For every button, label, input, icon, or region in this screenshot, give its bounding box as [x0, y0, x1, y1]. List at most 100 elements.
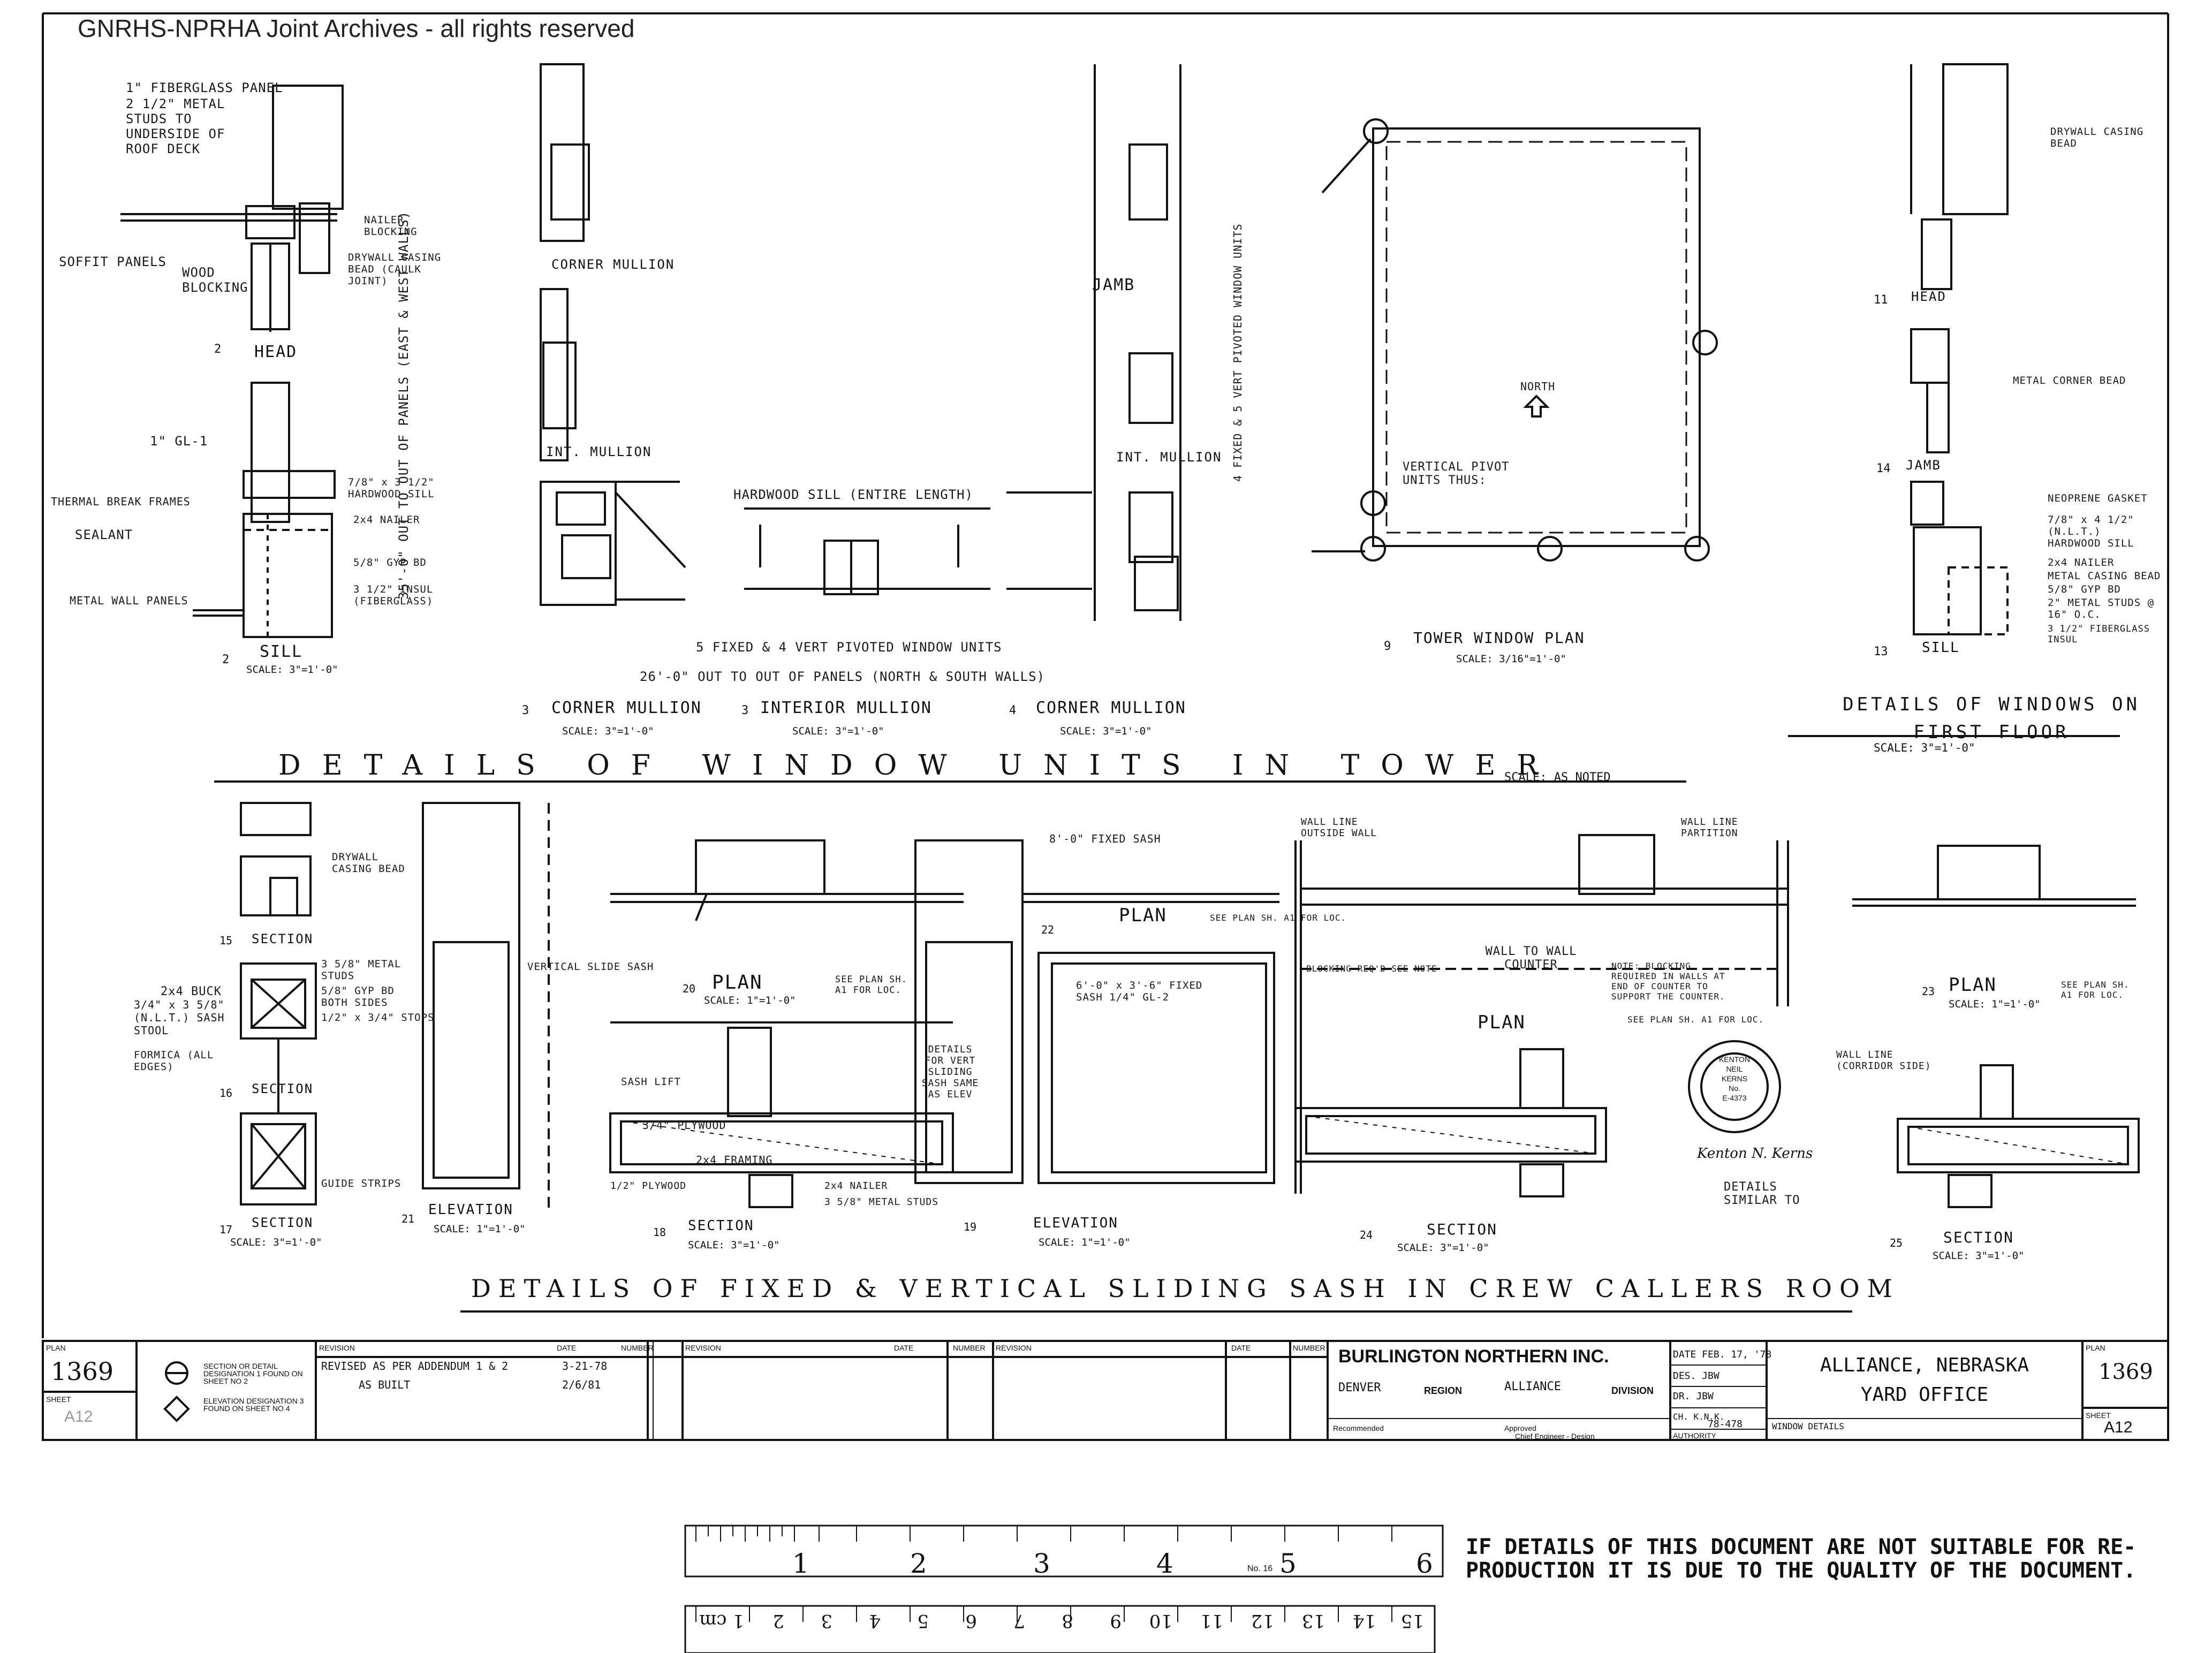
note-metal-corner-bead: METAL CORNER BEAD	[2013, 375, 2126, 386]
detail-num-plan-23: 23	[1922, 985, 1935, 998]
detail-title-section-18: SECTION	[688, 1218, 754, 1234]
first-floor-scale: SCALE: 3"=1'-0"	[1874, 741, 1975, 754]
tb-date-header-2: DATE	[894, 1344, 914, 1352]
tb-plan-number: 1369	[51, 1357, 114, 1386]
tb-number-header-2: NUMBER	[953, 1344, 986, 1352]
note-out-to-out: 26'-0" OUT TO OUT OF PANELS (NORTH & SOU…	[640, 669, 1046, 684]
detail-scale-section-17: SCALE: 3"=1'-0"	[230, 1237, 322, 1248]
note-wall-line-corridor: WALL LINE (CORRIDOR SIDE)	[1836, 1049, 1931, 1072]
detail-title-elevation-19: ELEVATION	[1033, 1215, 1118, 1231]
tb-checker: CH. K.N.K.	[1673, 1412, 1725, 1422]
detail-num-elevation-21: 21	[402, 1212, 415, 1225]
ruler-cm-15: 15	[1400, 1610, 1424, 1632]
detail-scale-section-25: SCALE: 3"=1'-0"	[1933, 1250, 2025, 1262]
ruler-cm-6: 6	[965, 1610, 977, 1632]
note-framing: 2x4 FRAMING	[696, 1154, 773, 1166]
note-fixed-sash: 8'-0" FIXED SASH	[1049, 832, 1161, 845]
note-plan-22-loc: SEE PLAN SH. A1 FOR LOC.	[1210, 913, 1347, 923]
detail-scale-plan-23: SCALE: 1"=1'-0"	[1949, 998, 2041, 1010]
tb-number-header-3: NUMBER	[1293, 1344, 1325, 1352]
note-plan-23-loc: SEE PLAN SH. A1 FOR LOC.	[2061, 980, 2130, 1000]
note-cc-gypbd-both: 5/8" GYP BD BOTH SIDES	[321, 985, 395, 1009]
note-fixed-pivoted: 5 FIXED & 4 VERT PIVOTED WINDOW UNITS	[696, 640, 1002, 655]
note-details-vert: DETAILS FOR VERT SLIDING SASH SAME AS EL…	[921, 1044, 979, 1100]
note-gyp-bd: 5/8" GYP BD	[353, 557, 427, 568]
tb-date-header-3: DATE	[1231, 1344, 1251, 1352]
tb-revision-2-date: 2/6/81	[562, 1378, 601, 1391]
tb-drafter: DR. JBW	[1673, 1391, 1714, 1402]
note-cc-nailer: 2x4 NAILER	[824, 1180, 888, 1192]
note-soffit-panels: SOFFIT PANELS	[59, 254, 166, 269]
tb-division-value: ALLIANCE	[1504, 1380, 1561, 1393]
tb-revision-header-2: REVISION	[685, 1344, 721, 1352]
tb-sheet-number: A12	[64, 1408, 93, 1425]
tb-date-header: DATE	[557, 1344, 577, 1352]
note-cc-guide-strips: GUIDE STRIPS	[321, 1178, 402, 1189]
note-fiberglass-panel: 1" FIBERGLASS PANEL	[126, 80, 283, 95]
tb-designer: DES. JBW	[1673, 1370, 1719, 1382]
ruler-cm-3: 3	[821, 1610, 832, 1632]
detail-title-section-25: SECTION	[1943, 1229, 2014, 1246]
tb-revision-1: REVISED AS PER ADDENDUM 1 & 2	[321, 1360, 509, 1373]
ruler-cm-2: 2	[772, 1610, 784, 1632]
detail-num-ff-sill: 13	[1874, 645, 1888, 658]
tb-company: BURLINGTON NORTHERN INC.	[1338, 1346, 1609, 1367]
detail-num-corner-mullion-a: 3	[522, 704, 529, 717]
tb-authority-label: AUTHORITY	[1673, 1431, 1716, 1440]
tb-plan-label: PLAN	[46, 1344, 66, 1352]
note-ff-drywall-casing: DRYWALL CASING BEAD	[2050, 126, 2144, 149]
detail-title-int-mullion-right: INT. MULLION	[1116, 450, 1222, 465]
detail-scale-elevation-21: SCALE: 1"=1'-0"	[434, 1223, 526, 1235]
note-counter: WALL TO WALL COUNTER	[1485, 945, 1577, 972]
detail-num-interior-mullion: 3	[741, 704, 749, 717]
detail-title-section-15: SECTION	[252, 931, 314, 946]
note-plywood-half: 1/2" PLYWOOD	[610, 1180, 687, 1192]
note-insul: 3 1/2" INSUL (FIBERGLASS)	[353, 583, 434, 607]
note-plan-22b-loc: SEE PLAN SH. A1 FOR LOC.	[1627, 1014, 1764, 1025]
tb-sheet-label: SHEET	[46, 1395, 71, 1404]
tb-division-label: DIVISION	[1611, 1385, 1654, 1396]
detail-title-section-17: SECTION	[252, 1215, 314, 1230]
note-ff-metal-casing: METAL CASING BEAD	[2048, 570, 2161, 582]
engineer-seal: KENTON NEIL KERNS No. E-4373	[1708, 1055, 1761, 1103]
tb-sheet-label-right: SHEET	[2086, 1411, 2111, 1420]
detail-num-ff-head: 11	[1874, 293, 1888, 307]
detail-title-corner-mullion-b: CORNER MULLION	[1036, 699, 1186, 717]
detail-title-corner-mullion-a: CORNER MULLION	[551, 699, 702, 717]
note-cc-buck: 2x4 BUCK	[161, 985, 222, 998]
ruler-cm-12: 12	[1251, 1610, 1274, 1632]
note-metal-studs: 2 1/2" METAL STUDS TO UNDERSIDE OF ROOF …	[126, 96, 225, 156]
tb-revision-header: REVISION	[319, 1344, 355, 1352]
tb-legend-elevation: ELEVATION DESIGNATION 3 FOUND ON SHEET N…	[203, 1397, 304, 1413]
archive-watermark: GNRHS-NPRHA Joint Archives - all rights …	[78, 14, 635, 42]
ruler-cm-14: 14	[1352, 1610, 1376, 1632]
note-cc-formica: FORMICA (ALL EDGES)	[134, 1049, 214, 1073]
note-ff-gyp-bd: 5/8" GYP BD	[2048, 583, 2121, 595]
tb-plan-label-right: PLAN	[2086, 1344, 2105, 1352]
detail-scale-section-24: SCALE: 3"=1'-0"	[1397, 1242, 1489, 1254]
note-sash-lift: SASH LIFT	[621, 1076, 681, 1088]
tb-authority-number: 78-478	[1708, 1419, 1743, 1430]
detail-title-int-mullion-left: INT. MULLION	[546, 444, 652, 459]
tb-legend-section: SECTION OR DETAIL DESIGNATION 1 FOUND ON…	[203, 1362, 303, 1385]
detail-title-elevation-21: ELEVATION	[428, 1202, 513, 1218]
tb-revision-1-date: 3-21-78	[562, 1360, 608, 1373]
ruler-cm-4: 4	[869, 1610, 881, 1632]
tb-revision-header-3: REVISION	[996, 1344, 1032, 1352]
note-cc-stops: 1/2" x 3/4" STOPS	[321, 1012, 435, 1023]
seal-line3: KERNS	[1721, 1074, 1748, 1083]
detail-title-head: HEAD	[254, 343, 298, 361]
note-ff-metal-studs: 2" METAL STUDS @ 16" O.C.	[2048, 597, 2155, 620]
tb-project-line2: YARD OFFICE	[1860, 1384, 1989, 1406]
detail-num-section-24: 24	[1360, 1229, 1373, 1241]
tb-plan-number-right: 1369	[2099, 1360, 2153, 1384]
detail-title-plan-23: PLAN	[1949, 974, 1997, 996]
note-plan-20-loc: SEE PLAN SH. A1 FOR LOC.	[835, 974, 907, 996]
note-ff-hardwood-sill: 7/8" x 4 1/2" (N.L.T.) HARDWOOD SILL	[2048, 514, 2134, 549]
ruler-cm-13: 13	[1301, 1610, 1325, 1632]
note-hardwood-sill-detail: 7/8" x 3 1/2" HARDWOOD SILL	[348, 476, 435, 500]
detail-num-section-17: 17	[219, 1223, 233, 1236]
ruler-inch-6: 6	[1416, 1548, 1433, 1579]
ruler-inch-3: 3	[1033, 1548, 1050, 1579]
note-vertical-pivot: VERTICAL PIVOT UNITS THUS:	[1403, 460, 1510, 487]
